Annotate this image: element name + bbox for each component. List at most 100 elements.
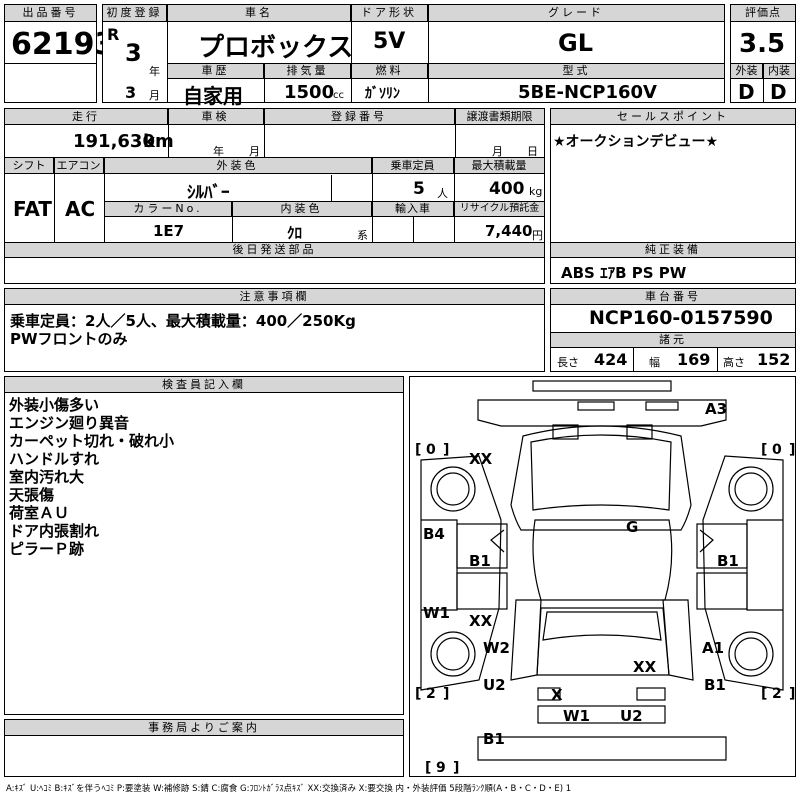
model: 5BE-NCP160V: [518, 82, 657, 103]
notes-line-1: 乗車定員：2人／5人、最大積載量：400／250Kg: [10, 312, 356, 330]
interior-grade: D: [770, 80, 787, 104]
mark-u2-rear: U2: [620, 707, 643, 725]
length: 424: [594, 350, 628, 369]
width-label: 幅: [649, 356, 660, 369]
length-label: 長さ: [557, 356, 579, 369]
car-name-label: 車名: [168, 5, 351, 22]
sales-point: ★オークションデビュー★: [553, 134, 719, 150]
inspector-line: ハンドルすれ: [9, 450, 100, 468]
mark-a3: A3: [705, 400, 727, 418]
inspector-label: 検査員記入欄: [5, 377, 403, 393]
ext-color-label: 外装色: [104, 158, 372, 174]
count-bottom: 9: [436, 760, 446, 776]
month-unit: 月: [149, 89, 160, 102]
mark-x-rear: X: [551, 686, 563, 704]
specs-label: 諸元: [551, 333, 795, 348]
lot-number-box: 出品番号 62193: [4, 4, 115, 103]
svg-text:]: ]: [789, 442, 795, 458]
chassis-number: NCP160-0157590: [589, 307, 773, 329]
transfer-month-unit: 月: [492, 145, 503, 158]
mark-w1-left: W1: [423, 604, 450, 622]
door-label: ドア形状: [351, 5, 428, 22]
capacity: 5: [413, 179, 425, 199]
svg-text:]: ]: [789, 686, 795, 702]
mark-g: G: [626, 518, 638, 536]
door: 5V: [373, 29, 406, 54]
score: 3.5: [739, 29, 786, 59]
mark-w1-rear: W1: [563, 707, 590, 725]
score-label: 評価点: [731, 5, 795, 22]
mark-b1-rear-right: B1: [704, 676, 726, 694]
mileage: 191,630: [73, 131, 155, 152]
grade-label: グレード: [428, 5, 724, 22]
int-color-unit: 系: [357, 229, 368, 242]
inspector-line: 室内汚れ大: [9, 468, 85, 486]
mark-b4: B4: [423, 525, 445, 543]
fuel-label: 燃料: [352, 64, 428, 79]
transfer-label: 譲渡書類期限: [455, 109, 544, 125]
svg-text:[: [: [761, 442, 767, 458]
sales-point-label: セールスポイント: [551, 109, 795, 125]
reg-month: 3: [125, 83, 137, 102]
ac: AC: [65, 197, 96, 221]
first-reg-label: 初度登録: [103, 5, 167, 22]
notes-box: 注意事項欄 乗車定員：2人／5人、最大積載量：400／250Kg PWフロントの…: [4, 288, 545, 372]
chassis-label: 車台番号: [551, 289, 795, 305]
displacement-unit: cc: [333, 90, 344, 101]
plate-label: 登録番号: [264, 109, 455, 125]
displacement: 1500: [284, 82, 335, 103]
equipment: ABS ｴｱB PS PW: [561, 264, 687, 282]
exterior-grade: D: [738, 80, 755, 104]
inspector-box: 検査員記入欄 外装小傷多い エンジン廻り異音 カーペット切れ・破れ小 ハンドルす…: [4, 376, 404, 715]
history-label: 車歴: [168, 64, 264, 79]
color-no-label: カラーNo.: [105, 202, 232, 217]
svg-text:[: [: [415, 442, 421, 458]
mark-a1: A1: [702, 639, 724, 657]
recycle-unit: 円: [532, 229, 543, 242]
shift: FAT: [13, 197, 52, 221]
grade: GL: [558, 29, 593, 57]
inspector-line: エンジン廻り異音: [9, 414, 130, 432]
inspector-line: カーペット切れ・破れ小: [9, 432, 175, 450]
interior-label: 内装: [763, 64, 795, 79]
max-load-label: 最大積載量: [454, 158, 544, 174]
displacement-label: 排気量: [265, 64, 351, 79]
recycle-label: リサイクル預託金: [455, 202, 544, 217]
office-box: 事務局よりご案内: [4, 719, 404, 777]
mark-b1-left: B1: [469, 552, 491, 570]
chassis-box: 車台番号 NCP160-0157590 諸元 長さ 424 幅 169 高さ 1…: [550, 288, 796, 372]
score-box: 評価点 3.5 外装 内装 D D: [730, 4, 796, 104]
count-top-right: 0: [772, 442, 782, 458]
mileage-unit: km: [143, 131, 174, 152]
svg-text:]: ]: [443, 442, 449, 458]
svg-text:]: ]: [453, 760, 459, 776]
later-parts-label: 後日発送部品: [5, 243, 544, 258]
capacity-unit: 人: [437, 187, 448, 200]
inspector-line: 外装小傷多い: [9, 396, 100, 414]
inspection-month-unit: 月: [249, 145, 260, 158]
damage-legend: A:ｷｽﾞ U:ﾍｺﾐ B:ｷｽﾞを伴うﾍｺﾐ P:要塗装 W:補修跡 S:錆 …: [6, 784, 572, 794]
equipment-label: 純正装備: [551, 243, 795, 258]
recycle: 7,440: [485, 222, 533, 240]
mark-xx-left: XX: [469, 612, 493, 630]
max-load-unit: kg: [529, 185, 543, 198]
sales-point-box: セールスポイント ★オークションデビュー★ 純正装備 ABS ｴｱB PS PW: [550, 108, 796, 284]
height: 152: [757, 350, 791, 369]
ext-color: ｼﾙﾊﾞｰ: [187, 183, 230, 203]
svg-text:]: ]: [443, 686, 449, 702]
capacity-label: 乗車定員: [372, 158, 454, 174]
inspection-year-unit: 年: [213, 145, 224, 158]
notes-label: 注意事項欄: [5, 289, 544, 305]
details-box: 走行 車検 登録番号 譲渡書類期限 191,630 km 年 月 月 日 シフト…: [4, 108, 545, 284]
reg-year: 3: [125, 39, 142, 67]
mileage-label: 走行: [5, 109, 168, 125]
svg-text:[: [: [761, 686, 767, 702]
car-diagram: A3 XX G B4 B1 B1 W1 XX W2 A1 XX U2 B1 X …: [409, 376, 796, 777]
model-label: 型式: [429, 64, 724, 79]
car-diagram-drawing: A3 XX G B4 B1 B1 W1 XX W2 A1 XX U2 B1 X …: [415, 380, 795, 776]
int-color-label: 内装色: [232, 202, 372, 217]
notes-line-2: PWフロントのみ: [10, 330, 128, 348]
svg-text:[: [: [415, 686, 421, 702]
vehicle-info-box: 初度登録 R 3 年 3 月 車名 プロボックス ドア形状 5V グレード GL…: [102, 4, 725, 108]
count-top-left: 0: [426, 442, 436, 458]
